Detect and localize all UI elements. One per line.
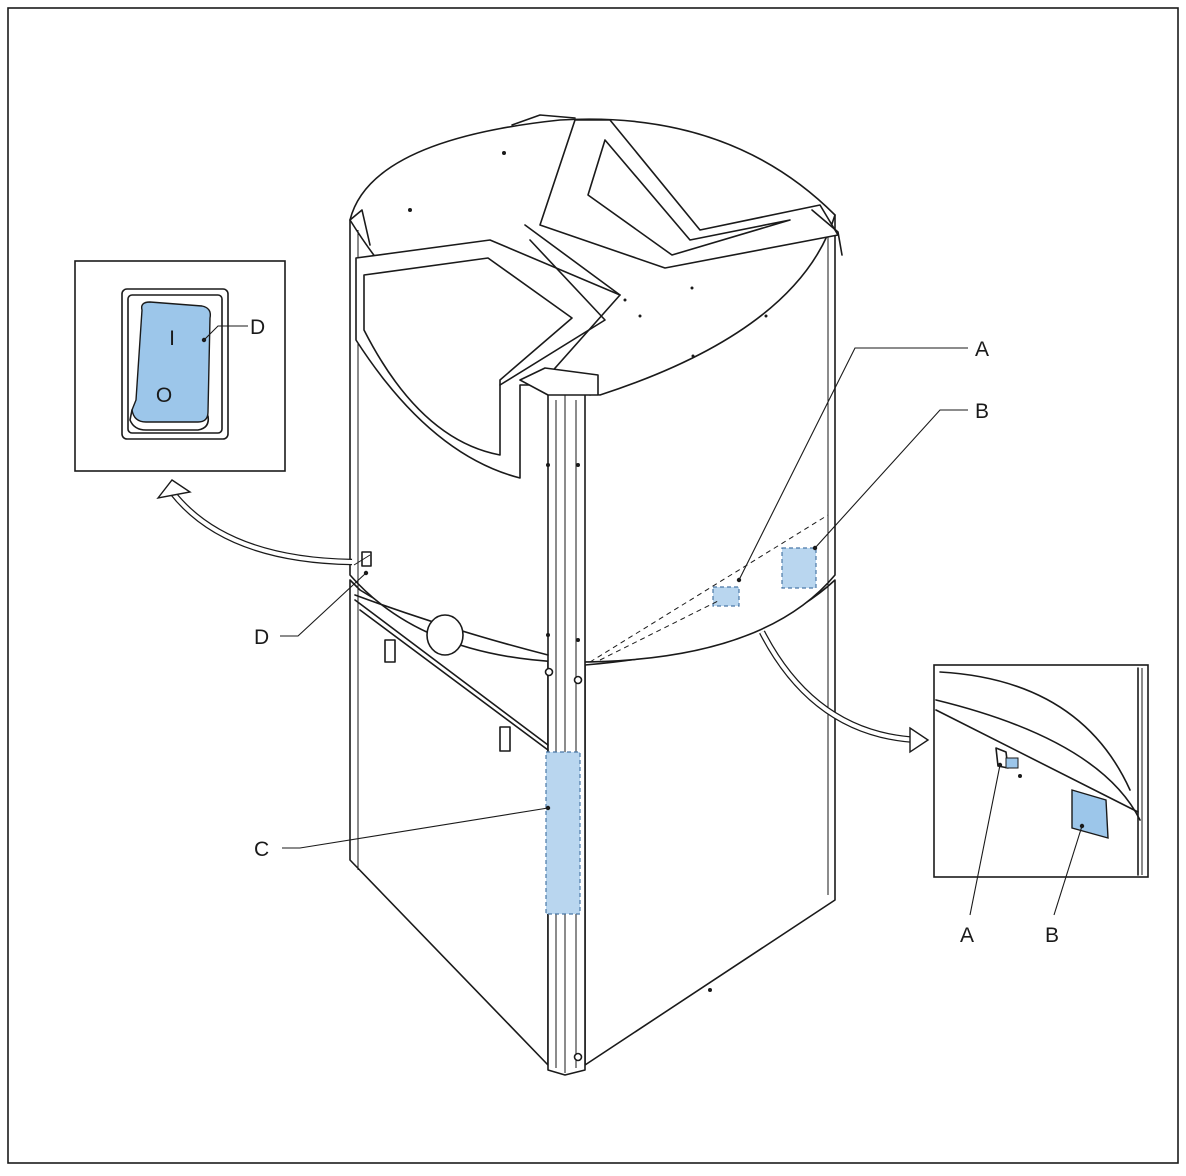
- highlight-b: [781, 547, 817, 589]
- right-hopper-frame: [539, 119, 839, 269]
- callout-leader-a-inset: [969, 764, 1001, 916]
- post-screw: [576, 463, 580, 467]
- callout-b-inset: B: [1045, 924, 1059, 947]
- switch-off-symbol: O: [156, 384, 172, 407]
- callout-c: C: [254, 838, 269, 861]
- projection-line-lower: [599, 599, 721, 661]
- lid-dot: [691, 354, 695, 358]
- lid-dot: [638, 314, 642, 318]
- callout-leader-d-inset: [203, 325, 248, 341]
- callout-b: B: [975, 400, 989, 423]
- lid-tab-right: [811, 209, 843, 256]
- lid-dot: [690, 286, 694, 290]
- switch-bezel-inner: [127, 294, 223, 434]
- lid-tab-left: [349, 209, 371, 246]
- post-screw: [546, 633, 550, 637]
- switch-on-symbol: I: [169, 327, 175, 350]
- callout-d-inset: D: [250, 316, 265, 339]
- corner-post: [547, 389, 586, 1076]
- switch-inset: I O D: [74, 260, 286, 472]
- projection-line: [589, 514, 829, 663]
- diagonal-seam: [354, 599, 549, 746]
- latch-upper: [384, 639, 396, 663]
- post-bolt: [573, 675, 583, 685]
- callout-leader-b-inset: [1053, 825, 1083, 916]
- lid-tab-top: [511, 114, 576, 126]
- inset-lid-edge: [935, 699, 1141, 821]
- lid-dot: [502, 151, 506, 155]
- inset-top-arc: [939, 671, 1131, 791]
- post-bolt: [544, 667, 554, 677]
- lid-dot: [408, 208, 412, 212]
- callout-a-inset: A: [960, 924, 974, 947]
- round-port: [426, 614, 464, 656]
- highlight-a: [712, 586, 740, 607]
- outer-frame: [7, 7, 1179, 1164]
- callout-d: D: [254, 626, 269, 649]
- inset-screw: [1018, 774, 1022, 778]
- post-screw: [576, 638, 580, 642]
- inset-band-edge: [935, 709, 1139, 813]
- left-hopper-frame: [355, 239, 621, 479]
- rocker-shadow: [129, 409, 210, 431]
- detail-inset-frame: [933, 664, 1149, 878]
- left-hopper-inner: [363, 257, 573, 456]
- callout-a: A: [975, 338, 989, 361]
- lid-dot: [623, 298, 627, 302]
- post-screw: [546, 463, 550, 467]
- callout-leader-c: [282, 807, 549, 849]
- inset-part-a-tab: [1005, 757, 1019, 769]
- latch-lower: [499, 726, 511, 752]
- diagonal-seam-2: [359, 609, 549, 751]
- callout-leader-b: [814, 409, 968, 549]
- switch-bracket: [353, 554, 371, 566]
- post-bolt: [573, 1052, 583, 1062]
- rocker-switch-icon[interactable]: [131, 301, 212, 423]
- curved-arrow-icon: [156, 479, 353, 566]
- main-unit: [349, 114, 843, 1076]
- panel-screw: [708, 988, 712, 992]
- lid-dot: [764, 314, 768, 318]
- curved-arrow-icon: [759, 630, 930, 754]
- switch-location: [361, 551, 372, 567]
- callout-leader-d: [280, 572, 367, 637]
- highlight-c: [545, 751, 581, 915]
- lid-ridge: [499, 224, 621, 386]
- right-hopper-inner: [587, 139, 791, 256]
- callout-leader-a: [738, 347, 968, 581]
- lid-front-cap: [519, 367, 599, 396]
- detail-inset: A B: [933, 664, 1149, 947]
